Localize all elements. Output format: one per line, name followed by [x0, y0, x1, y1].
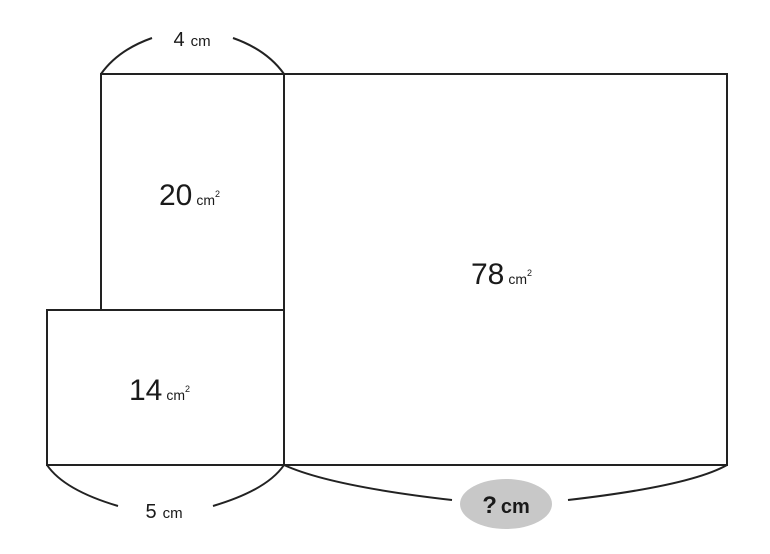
unknown-highlight — [460, 479, 552, 529]
top-left-rectangle — [100, 73, 285, 311]
top-brace-right — [232, 37, 285, 75]
bottom-left-brace-right — [212, 464, 285, 507]
right-rectangle — [283, 73, 728, 466]
bottom-left-brace-left — [46, 464, 119, 507]
top-brace-left — [100, 37, 153, 75]
unknown-dimension-label: ?cm — [482, 492, 530, 519]
bottom-right-brace-left — [283, 464, 453, 501]
bottom-right-brace-right — [567, 464, 728, 501]
